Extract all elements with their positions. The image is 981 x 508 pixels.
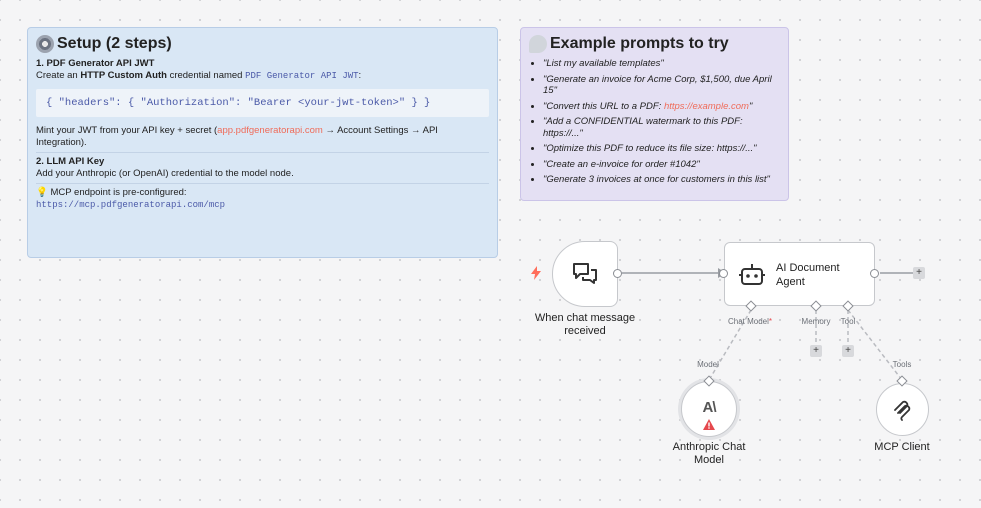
add-memory-button[interactable]: + bbox=[810, 345, 822, 357]
mcp-endpoint-url: https://mcp.pdfgeneratorapi.com/mcp bbox=[36, 200, 226, 210]
add-tool-button[interactable]: + bbox=[842, 345, 854, 357]
step1-heading: 1. PDF Generator API JWT bbox=[36, 58, 155, 69]
agent-input-port[interactable] bbox=[719, 269, 728, 278]
prompt-item: "Convert this URL to a PDF: https://exam… bbox=[543, 101, 780, 113]
prompt-item: "Add a CONFIDENTIAL watermark to this PD… bbox=[543, 116, 780, 139]
setup-sticky-note[interactable]: Setup (2 steps) 1. PDF Generator API JWT… bbox=[27, 27, 498, 258]
lightning-icon bbox=[531, 266, 541, 280]
prompt-item: "Optimize this PDF to reduce its file si… bbox=[543, 143, 780, 155]
prompt-list: "List my available templates" "Generate … bbox=[529, 58, 780, 186]
speech-bubble-icon bbox=[529, 35, 547, 53]
prompt-item: "Generate 3 invoices at once for custome… bbox=[543, 174, 780, 186]
agent-label: AI Document Agent bbox=[776, 262, 840, 288]
mcp-client-node[interactable] bbox=[876, 383, 929, 436]
example-link[interactable]: https://example.com bbox=[663, 100, 749, 112]
warning-icon bbox=[703, 419, 715, 430]
memory-sublabel: Memory bbox=[801, 317, 831, 326]
headers-code-block: { "headers": { "Authorization": "Bearer … bbox=[36, 89, 489, 117]
gear-icon bbox=[36, 35, 54, 53]
trigger-label: When chat message received bbox=[534, 312, 636, 337]
example-prompts-sticky-note[interactable]: Example prompts to try "List my availabl… bbox=[520, 27, 789, 201]
anthropic-chat-model-node[interactable]: A\ bbox=[681, 381, 737, 437]
prompt-item: "Create an e-invoice for order #1042" bbox=[543, 159, 780, 171]
agent-output-port[interactable] bbox=[870, 269, 879, 278]
setup-title: Setup (2 steps) bbox=[36, 34, 489, 54]
mcp-endpoint-text: 💡 MCP endpoint is pre-configured: bbox=[36, 187, 187, 198]
model-edge-label: Model bbox=[697, 360, 719, 369]
step1-line: Create an HTTP Custom Auth credential na… bbox=[36, 70, 362, 81]
prompts-title: Example prompts to try bbox=[529, 34, 780, 54]
prompt-item: "List my available templates" bbox=[543, 58, 780, 70]
tools-edge-label: Tools bbox=[892, 360, 912, 369]
mint-jwt-text: Mint your JWT from your API key + secret… bbox=[36, 125, 438, 148]
step2-heading: 2. LLM API Key bbox=[36, 156, 105, 167]
divider bbox=[36, 152, 489, 153]
tool-sublabel: Tool bbox=[840, 317, 856, 326]
robot-icon bbox=[739, 264, 765, 285]
divider bbox=[36, 183, 489, 184]
chat-trigger-node[interactable] bbox=[552, 241, 618, 307]
prompt-item: "Generate an invoice for Acme Corp, $1,5… bbox=[543, 74, 780, 97]
add-next-node-button[interactable]: + bbox=[913, 267, 925, 279]
mcp-label: MCP Client bbox=[874, 441, 930, 453]
chat-icon bbox=[573, 263, 597, 284]
anthropic-icon: A\ bbox=[702, 399, 717, 416]
pdfgenerator-link[interactable]: app.pdfgeneratorapi.com bbox=[217, 125, 323, 136]
step2-line: Add your Anthropic (or OpenAI) credentia… bbox=[36, 168, 294, 179]
trigger-output-port[interactable] bbox=[613, 269, 622, 278]
mcp-icon bbox=[894, 400, 911, 421]
anthropic-label: Anthropic Chat Model bbox=[672, 441, 746, 466]
ai-agent-node[interactable]: AI Document Agent bbox=[724, 242, 875, 306]
chat-model-sublabel: Chat Model* bbox=[727, 317, 773, 326]
